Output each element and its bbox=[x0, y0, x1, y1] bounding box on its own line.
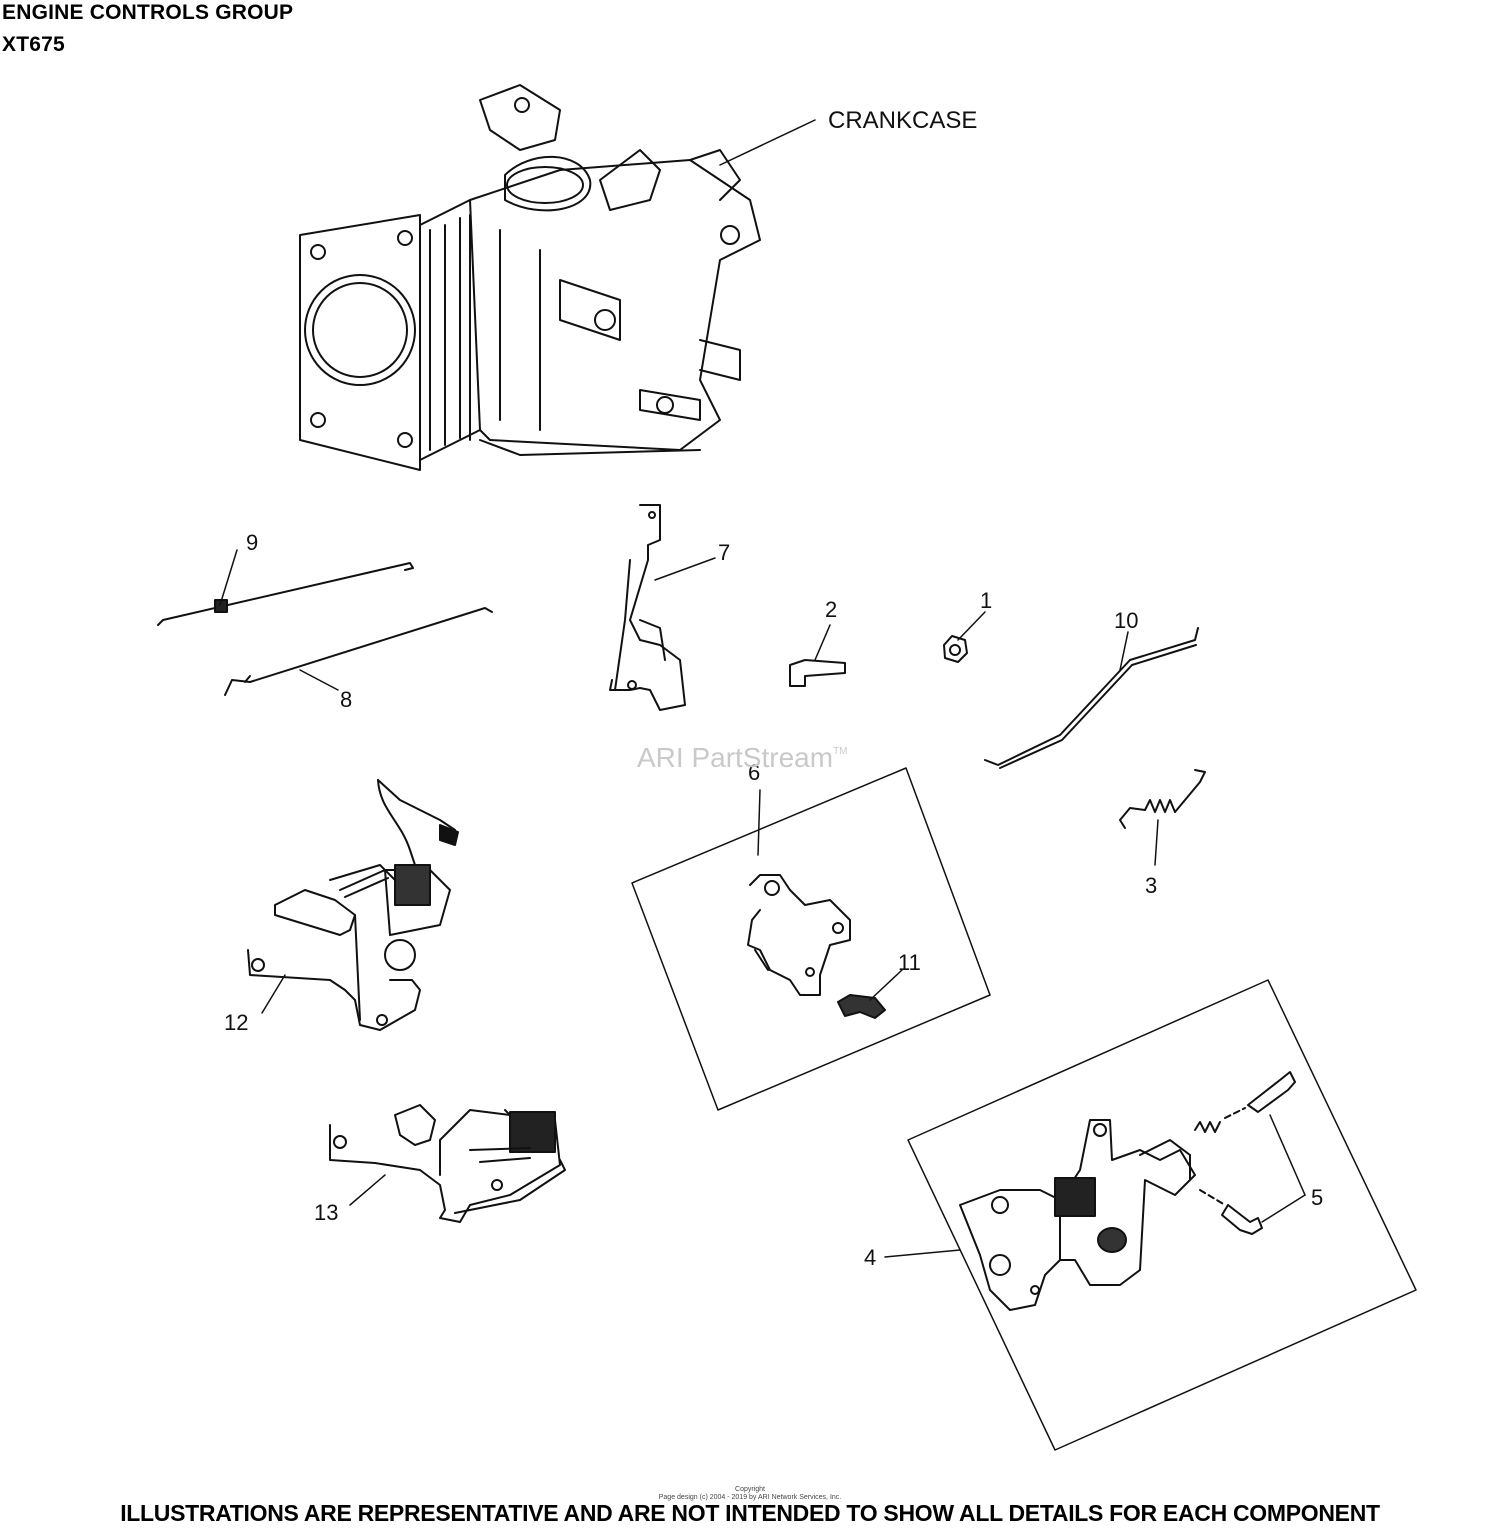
model-number: XT675 bbox=[2, 33, 65, 56]
label-crankcase: CRANKCASE bbox=[828, 107, 977, 134]
label-part-3: 3 bbox=[1145, 873, 1157, 898]
diagram-title: ENGINE CONTROLS GROUP bbox=[2, 1, 294, 24]
watermark-tm: TM bbox=[833, 746, 848, 757]
label-part-7: 7 bbox=[718, 540, 730, 565]
label-part-6: 6 bbox=[748, 760, 760, 785]
label-part-11: 11 bbox=[898, 950, 921, 975]
part-1-nut[interactable] bbox=[943, 635, 968, 663]
copyright-notice: Page design (c) 2004 - 2019 by ARI Netwo… bbox=[658, 1494, 842, 1501]
part-2-pin[interactable] bbox=[789, 659, 846, 687]
part-6-assembly-box[interactable] bbox=[631, 767, 991, 1111]
label-part-1: 1 bbox=[980, 588, 992, 613]
label-part-5: 5 bbox=[1311, 1185, 1323, 1210]
copyright-label: Copyright bbox=[735, 1486, 765, 1493]
watermark: ARI PartStreamTM bbox=[637, 742, 848, 774]
label-part-8: 8 bbox=[340, 687, 352, 712]
watermark-text: ARI PartStream bbox=[637, 742, 834, 773]
part-7-bracket[interactable] bbox=[609, 504, 686, 711]
label-part-10: 10 bbox=[1114, 608, 1138, 633]
label-part-2: 2 bbox=[825, 597, 837, 622]
part-13-assembly[interactable] bbox=[329, 1104, 566, 1223]
part-8-rod[interactable] bbox=[224, 607, 493, 696]
part-10-rod[interactable] bbox=[984, 627, 1199, 769]
label-part-9: 9 bbox=[246, 530, 258, 555]
label-part-12: 12 bbox=[224, 1010, 248, 1035]
part-3-spring[interactable] bbox=[1119, 769, 1206, 829]
disclaimer-footer: ILLUSTRATIONS ARE REPRESENTATIVE AND ARE… bbox=[120, 1500, 1380, 1526]
label-part-4: 4 bbox=[864, 1245, 876, 1270]
label-part-13: 13 bbox=[314, 1200, 338, 1225]
crankcase-illustration[interactable] bbox=[299, 84, 761, 471]
callout-leaders bbox=[219, 119, 1306, 1258]
part-12-assembly[interactable] bbox=[247, 779, 459, 1031]
part-4-assembly-box[interactable] bbox=[907, 979, 1417, 1451]
part-9-rod-spring[interactable] bbox=[157, 562, 414, 626]
